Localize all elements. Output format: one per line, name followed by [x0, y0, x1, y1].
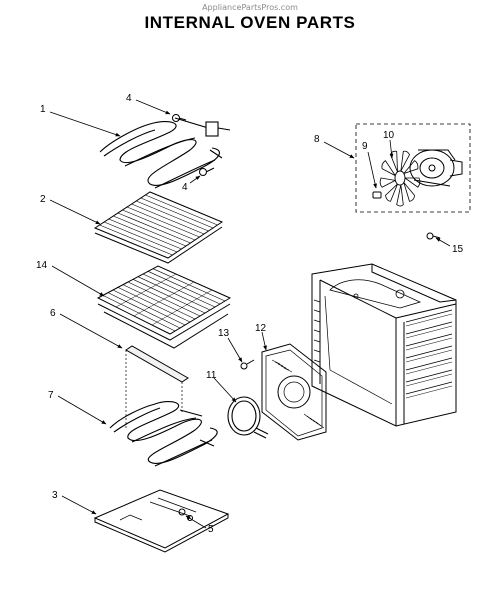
- callout-labels: 1 2 3 4 4 5 6 7 8 9 10 11 12 13 14 15: [36, 93, 464, 535]
- page-title: INTERNAL OVEN PARTS: [144, 13, 356, 32]
- callout-7: 7: [48, 390, 54, 401]
- callout-4a: 4: [126, 93, 132, 104]
- callout-4b: 4: [182, 182, 188, 193]
- callout-6: 6: [50, 308, 56, 319]
- callout-12: 12: [255, 323, 267, 334]
- part-fan-nut: [372, 191, 382, 199]
- part-convection-fan-assembly: [355, 123, 471, 213]
- callout-3: 3: [52, 490, 58, 501]
- leader-4b: [189, 175, 201, 184]
- part-element-shield: [125, 345, 189, 430]
- leader-11: [213, 377, 237, 403]
- callout-8: 8: [314, 134, 320, 145]
- leader-15: [435, 237, 451, 247]
- part-gliding-rack: [96, 265, 232, 349]
- part-screws: [172, 114, 215, 176]
- leader-3: [61, 495, 97, 515]
- leader-9: [367, 151, 377, 189]
- callout-10: 10: [383, 130, 395, 141]
- part-lower-heating-element: [109, 401, 218, 467]
- part-screw-13: [240, 359, 255, 370]
- watermark: AppliancePartsPros.com: [202, 3, 298, 12]
- leader-12: [261, 331, 267, 351]
- part-oven-rack: [93, 191, 224, 264]
- part-screw-15: [426, 232, 441, 240]
- callout-11: 11: [206, 370, 217, 381]
- part-oven-floor-panel: [93, 489, 230, 553]
- part-convection-element: [227, 396, 269, 439]
- leader-2: [49, 199, 101, 225]
- leader-10: [389, 139, 394, 159]
- part-oven-cavity: [311, 263, 457, 427]
- callout-15: 15: [452, 244, 464, 255]
- callout-9: 9: [362, 141, 368, 152]
- callout-13: 13: [218, 328, 230, 339]
- callout-14: 14: [36, 260, 48, 271]
- leader-5: [185, 515, 207, 529]
- leader-lines: [49, 99, 451, 529]
- callout-1: 1: [40, 104, 46, 115]
- leader-6: [59, 313, 123, 349]
- leader-1: [49, 111, 121, 137]
- callout-5: 5: [208, 524, 214, 535]
- leader-13: [227, 337, 243, 363]
- leader-7: [57, 395, 107, 425]
- leader-4a: [135, 99, 171, 115]
- part-fan-motor: [409, 149, 463, 187]
- leader-8: [323, 141, 355, 159]
- part-convection-rear-panel: [261, 343, 327, 441]
- leader-14: [51, 265, 105, 297]
- part-upper-heating-element: [99, 117, 231, 189]
- callout-2: 2: [40, 194, 46, 205]
